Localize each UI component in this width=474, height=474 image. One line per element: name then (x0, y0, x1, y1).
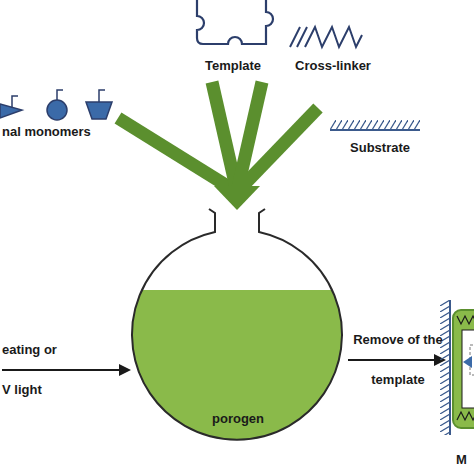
component-label: Template (193, 58, 273, 74)
monomer-icons (0, 90, 112, 120)
feed-arrows (118, 82, 318, 192)
feed-arrowhead (214, 186, 260, 210)
node-text: porogen (128, 411, 348, 426)
cross-linker-icon (290, 27, 362, 47)
component-label: Substrate (333, 140, 427, 156)
flask: porogen (128, 205, 348, 450)
heating-arrow (2, 364, 131, 376)
component-label: Cross-linker (283, 58, 383, 74)
substrate-icon (330, 120, 420, 130)
step-label: eating or V light (2, 330, 64, 410)
remove-arrow (348, 354, 446, 366)
mip-figure (440, 300, 474, 435)
template-icon (197, 0, 273, 44)
product-label: M (456, 452, 472, 468)
component-label: nal monomers (2, 124, 114, 140)
step-label: Remove of the template (348, 320, 448, 400)
